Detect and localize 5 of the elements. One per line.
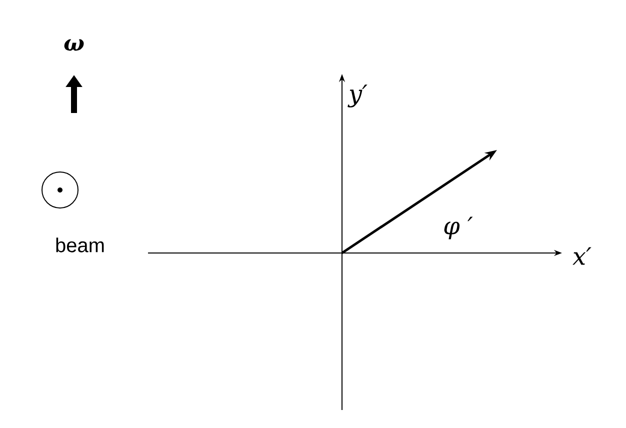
beam-label: beam bbox=[56, 238, 104, 252]
axis-label: φ ′ bbox=[444, 216, 473, 240]
axis-label: x′ bbox=[572, 247, 592, 265]
axis-label: y′ bbox=[348, 84, 368, 108]
axis-label: ω bbox=[64, 39, 84, 51]
